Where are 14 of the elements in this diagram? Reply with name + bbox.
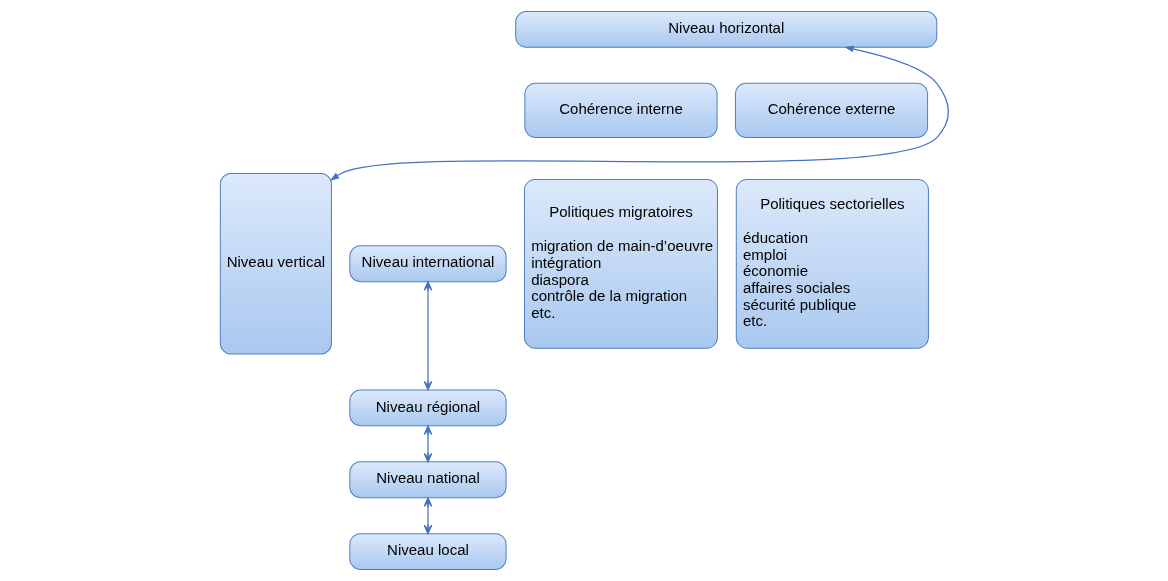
arrow <box>329 45 949 181</box>
node-box: Niveau local <box>348 533 507 571</box>
node-box: Cohérence interne <box>523 82 718 139</box>
node-box: Niveau horizontal <box>514 10 937 48</box>
arrow <box>423 497 432 535</box>
node-box: Politiques sectorielles éducation emploi économie affaires sociales sécurité publique etc. <box>735 178 929 349</box>
node-box: Cohérence externe <box>734 82 928 139</box>
arrow <box>423 281 432 391</box>
node-box: Niveau national <box>348 461 507 499</box>
node-box: Niveau international <box>348 245 507 283</box>
node-box: Niveau régional <box>348 389 507 427</box>
arrow <box>423 425 432 463</box>
node-box: Niveau vertical <box>219 173 332 355</box>
node-box: Politiques migratoires migration de main-d’oeuvre intégration diaspora contrôle de la migration etc. <box>523 178 718 349</box>
